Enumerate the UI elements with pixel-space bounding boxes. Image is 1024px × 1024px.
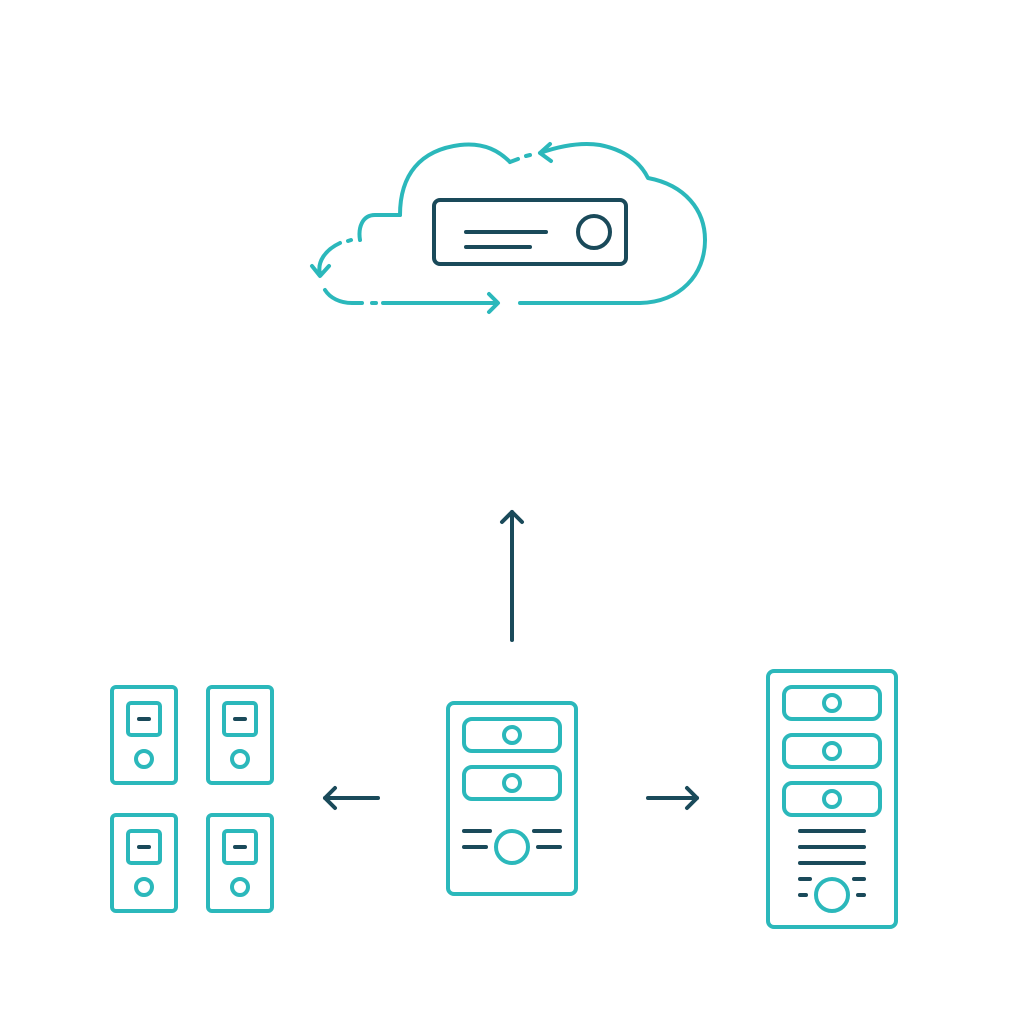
cloud-outline: [310, 142, 707, 314]
server-tower-icon: [446, 701, 578, 896]
arrow-right-icon: [646, 786, 699, 810]
cloud-server-unit: [432, 198, 628, 266]
cluster-server-4: [206, 813, 274, 913]
server-cluster-icon: [110, 685, 274, 913]
arrow-up-icon: [500, 510, 524, 642]
large-server-tower-icon: [766, 669, 898, 929]
cluster-server-2: [206, 685, 274, 785]
cluster-server-1: [110, 685, 178, 785]
cluster-server-3: [110, 813, 178, 913]
cloud-with-server-icon: [310, 142, 707, 314]
arrow-left-icon: [323, 786, 380, 810]
